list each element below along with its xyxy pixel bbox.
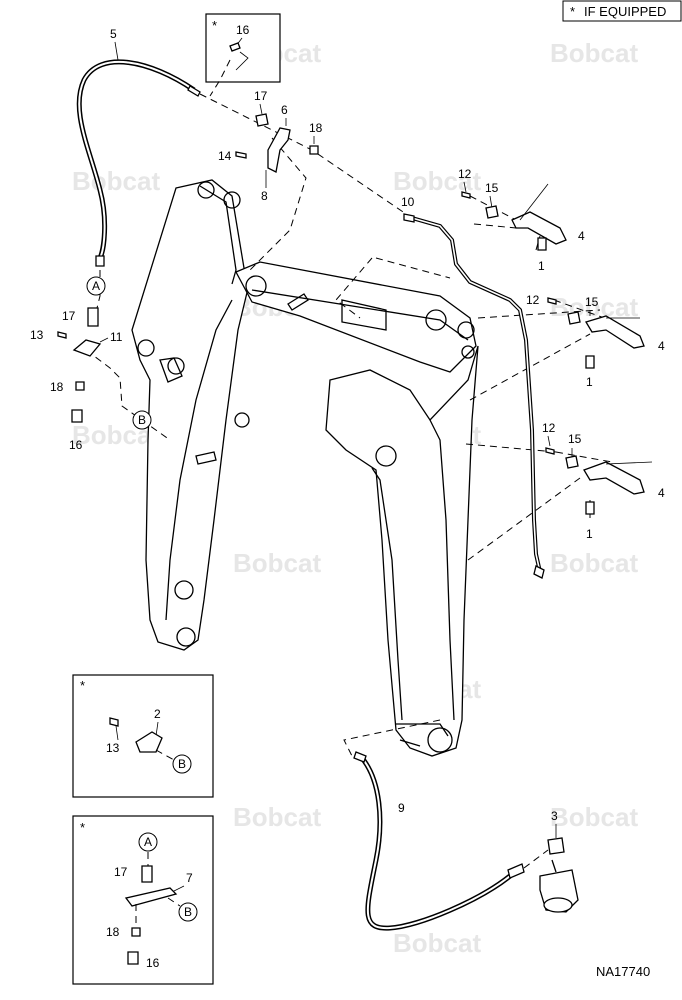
callout-4: 4 bbox=[658, 486, 665, 500]
callout-18: 18 bbox=[106, 925, 120, 939]
callout-17: 17 bbox=[114, 865, 128, 879]
watermark-logo: Bobcat bbox=[550, 292, 638, 322]
lift-arm bbox=[131, 179, 479, 757]
callout-15: 15 bbox=[585, 295, 599, 309]
star-symbol: * bbox=[80, 678, 85, 693]
figure-id: NA17740 bbox=[596, 964, 650, 979]
star-symbol: * bbox=[212, 18, 217, 33]
callout-11: 11 bbox=[110, 330, 123, 344]
watermark-logo: Bobcat bbox=[550, 548, 638, 578]
watermark-logo: Bobcat bbox=[550, 38, 638, 68]
ref-B: B bbox=[138, 413, 146, 427]
ref-B: B bbox=[178, 757, 186, 771]
ref-A: A bbox=[144, 835, 152, 849]
callout-17: 17 bbox=[254, 89, 268, 103]
clamp-group-middle: 12 15 4 1 bbox=[526, 293, 665, 389]
watermark-logo: Bobcat bbox=[393, 166, 481, 196]
callout-17: 17 bbox=[62, 309, 76, 323]
callout-1: 1 bbox=[538, 259, 545, 273]
callout-4: 4 bbox=[578, 229, 585, 243]
callout-13: 13 bbox=[106, 741, 120, 755]
if-equipped-note: * IF EQUIPPED bbox=[562, 0, 682, 22]
callout-13: 13 bbox=[30, 328, 44, 342]
callout-18: 18 bbox=[309, 121, 323, 135]
callout-18: 18 bbox=[50, 380, 64, 394]
callout-3: 3 bbox=[551, 809, 558, 823]
watermark-logo: Bobcat bbox=[550, 802, 638, 832]
hose-9: 9 bbox=[353, 751, 549, 931]
callout-9: 9 bbox=[398, 801, 405, 815]
callout-5: 5 bbox=[110, 27, 117, 41]
sensor-3: 3 bbox=[539, 809, 579, 913]
ref-A: A bbox=[92, 279, 100, 293]
callout-15: 15 bbox=[568, 432, 582, 446]
callout-8: 8 bbox=[261, 189, 268, 203]
if-equipped-text: IF EQUIPPED bbox=[584, 4, 666, 19]
callout-2: 2 bbox=[154, 707, 161, 721]
hose-5: 5 bbox=[76, 27, 201, 267]
inset-box-bracket-7: * A 17 7 B 18 16 bbox=[72, 815, 214, 985]
watermark-logo: Bobcat bbox=[393, 928, 481, 958]
callout-7: 7 bbox=[186, 871, 193, 885]
callout-16: 16 bbox=[236, 23, 250, 37]
clamp-group-lower: 12 15 4 1 bbox=[542, 421, 665, 541]
fitting-group-left: A 17 13 11 18 16 B bbox=[30, 276, 152, 452]
callout-1: 1 bbox=[586, 527, 593, 541]
callout-1: 1 bbox=[586, 375, 593, 389]
inset-box-top: * 16 bbox=[205, 13, 281, 83]
star-symbol: * bbox=[80, 820, 85, 835]
bracket-6-group: 17 6 18 14 8 bbox=[218, 89, 323, 203]
watermark-logo: Bobcat bbox=[233, 802, 321, 832]
callout-12: 12 bbox=[526, 293, 540, 307]
callout-12: 12 bbox=[542, 421, 556, 435]
tube-10: 10 bbox=[401, 195, 545, 579]
callout-4: 4 bbox=[658, 339, 665, 353]
clamp-group-upper: 12 15 4 1 bbox=[458, 167, 585, 273]
ref-B: B bbox=[184, 905, 192, 919]
star-symbol: * bbox=[570, 4, 575, 19]
callout-12: 12 bbox=[458, 167, 472, 181]
watermark-logo: Bobcat bbox=[233, 548, 321, 578]
inset-box-bracket-2: * 2 13 B bbox=[72, 674, 214, 798]
callout-16: 16 bbox=[69, 438, 83, 452]
callout-15: 15 bbox=[485, 181, 499, 195]
callout-10: 10 bbox=[401, 195, 415, 209]
watermark-logo: Bobcat bbox=[72, 166, 160, 196]
callout-16: 16 bbox=[146, 956, 160, 970]
callout-6: 6 bbox=[281, 103, 288, 117]
callout-14: 14 bbox=[218, 149, 232, 163]
